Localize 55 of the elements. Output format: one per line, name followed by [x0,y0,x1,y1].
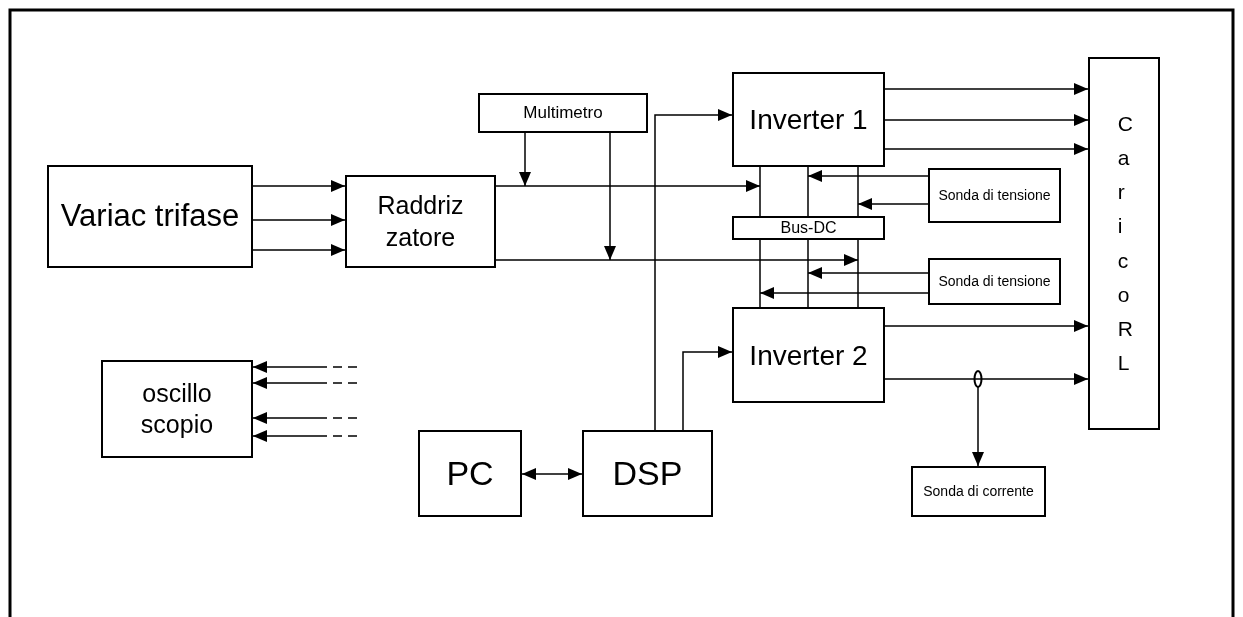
process-box [582,430,713,517]
arrow [252,180,346,192]
node-label: Raddriz zatore [376,190,465,253]
connector-line [857,166,859,217]
process-box [47,165,253,268]
node-label: PC [446,453,494,495]
process-box [928,168,1061,223]
node-label: Inverter 2 [749,338,868,373]
process-box [1088,57,1160,430]
arrow [884,83,1089,95]
arrow [654,109,733,431]
process-box [732,307,885,403]
process-box [911,466,1046,517]
node-label: DSP [612,453,683,495]
node-label: oscillo scopio [139,377,215,440]
node-label: Sonda di corrente [923,482,1034,501]
arrow [972,385,984,467]
arrow [807,267,929,279]
arrow [252,361,358,373]
arrow [495,254,859,266]
node-label: Inverter 1 [749,103,868,137]
arrow [252,214,346,226]
arrow [252,377,358,389]
arrow [759,287,929,299]
connector-line [759,166,761,217]
arrow [884,143,1089,155]
arrow [252,430,358,442]
connector-line [857,239,859,308]
process-box [732,72,885,167]
arrow [807,170,929,182]
connector-line [759,239,761,308]
node-label: Bus-DC [780,218,837,238]
arrow [682,346,733,431]
arrow [519,132,531,187]
arrow [857,198,929,210]
arrow [884,320,1089,332]
bus-bar [732,216,885,240]
process-box [101,360,253,458]
process-box [928,258,1061,305]
node-label: Sonda di tensione [938,186,1051,205]
connector-line [807,166,809,217]
process-box [478,93,648,133]
node-label: Multimetro [523,102,603,124]
process-box [418,430,522,517]
process-box [345,175,496,268]
arrow [884,373,1089,385]
arrow [521,468,583,480]
arrow [495,180,761,192]
node-label: Sonda di tensione [938,272,1051,291]
arrow [252,412,358,424]
connector-line [807,239,809,308]
node-label: Variac trifase [60,197,240,236]
arrow [604,132,616,261]
arrow [252,244,346,256]
arrow [884,114,1089,126]
